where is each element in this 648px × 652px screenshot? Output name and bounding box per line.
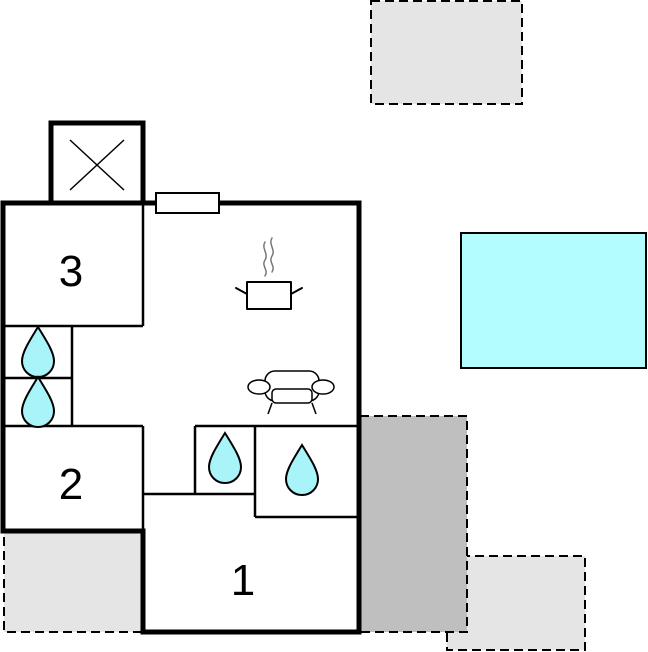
sofa-icon xyxy=(247,370,335,415)
house-walls xyxy=(0,200,362,635)
window xyxy=(155,192,220,214)
terrace-covered xyxy=(359,415,468,633)
room-number-3: 3 xyxy=(59,247,83,296)
pool xyxy=(460,232,647,369)
terrace-bottom-left xyxy=(3,531,143,633)
cooking-pot-icon xyxy=(235,237,303,310)
terrace-top xyxy=(370,0,523,105)
terrace-bottom-right xyxy=(446,555,586,651)
room-number-2: 2 xyxy=(59,460,83,509)
room-number-1: 1 xyxy=(231,556,255,605)
chimney-cross-icon xyxy=(48,120,146,206)
